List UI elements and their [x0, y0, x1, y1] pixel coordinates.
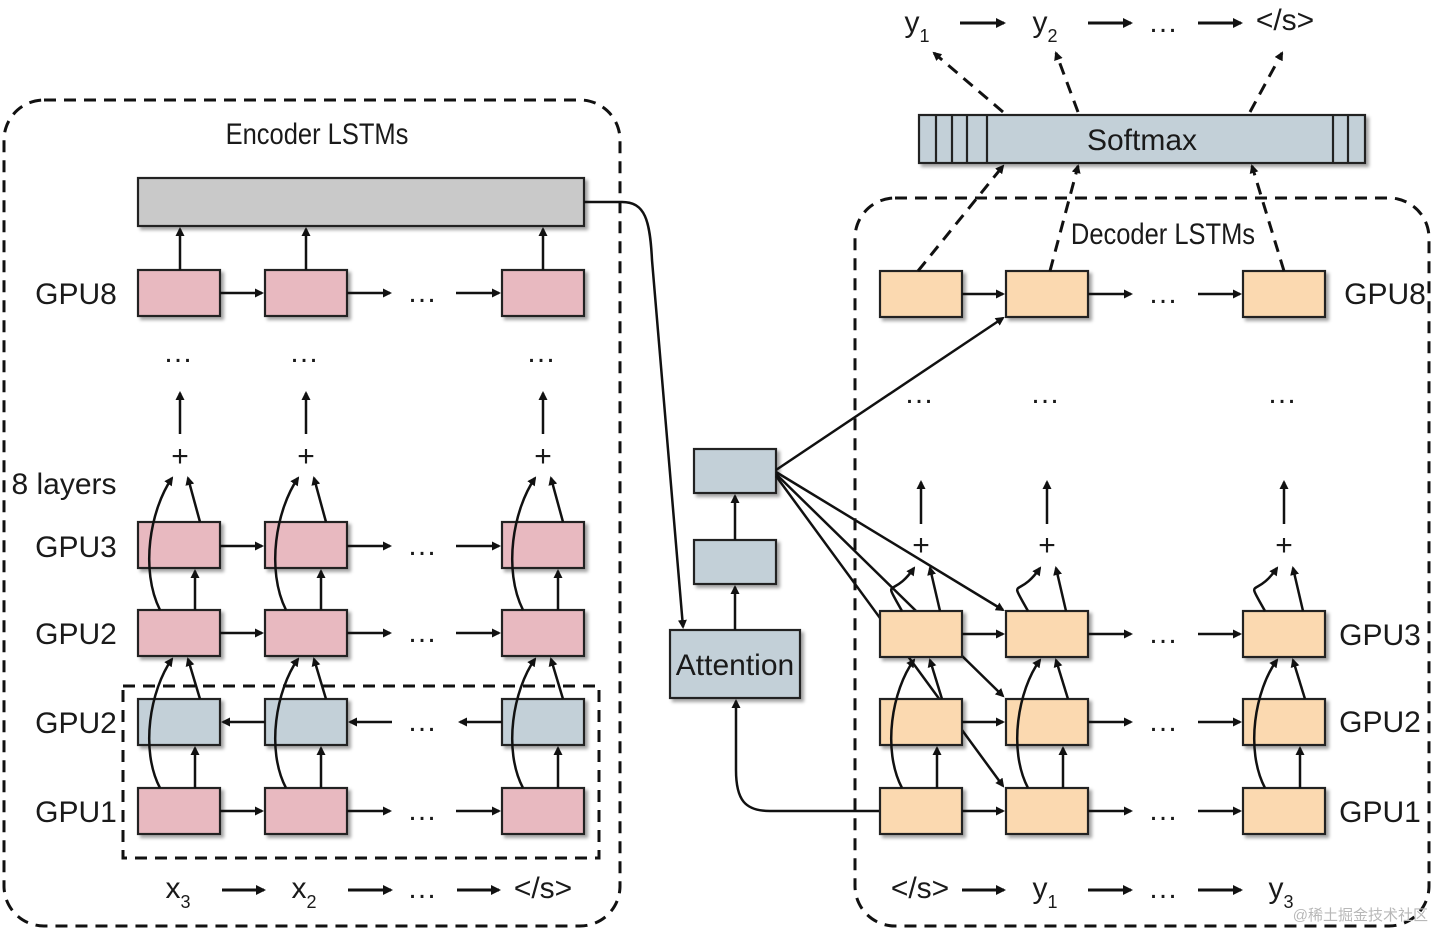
output-y1: y1	[904, 6, 929, 46]
decoder-input-y3: y3	[1268, 872, 1293, 912]
encoder-to-attention-arrow	[584, 200, 687, 629]
encoder-bidirectional-box	[121, 684, 601, 860]
decoder-gpu3-cell	[1241, 609, 1327, 659]
encoder-plus: +	[297, 440, 315, 473]
softmax-group: Softmax y1 y2 … </s>	[904, 4, 1367, 165]
softmax-to-output-arrow	[932, 51, 1004, 114]
encoder-title: Encoder LSTMs	[226, 117, 409, 150]
decoder-gpu8-label: GPU8	[1344, 278, 1426, 311]
decoder-plus: +	[912, 529, 930, 562]
decoder-gpu8-cell	[1241, 269, 1327, 319]
encoder-hdots: …	[407, 705, 441, 738]
attention-mid-cell	[692, 538, 778, 586]
decoder-dashed-border	[853, 196, 1431, 928]
decoder-gpu1-label: GPU1	[1339, 796, 1421, 829]
encoder-hdots: …	[407, 276, 441, 309]
decoder-to-softmax-arrow	[1249, 164, 1286, 272]
decoder-gpu3-cell	[1004, 609, 1090, 659]
decoder-group: Decoder LSTMs GPU8 GPU3 GPU2 GPU1	[853, 164, 1431, 928]
softmax-label: Softmax	[1087, 124, 1197, 157]
decoder-gpu8-cell	[878, 269, 964, 319]
encoder-gpu2-cell	[500, 608, 586, 658]
encoder-plus: +	[171, 440, 189, 473]
encoder-group: Encoder LSTMs GPU8 8 layers GPU3 GPU2 GP…	[2, 98, 622, 928]
encoder-gpu2-label: GPU2	[35, 618, 117, 651]
attention-box	[668, 628, 802, 700]
decoder-to-softmax-arrow	[916, 164, 1005, 272]
encoder-gpu1-cell	[136, 786, 222, 836]
decoder-gpu2-label: GPU2	[1339, 706, 1421, 739]
decoder-input-y1: y1	[1032, 872, 1057, 912]
decoder-gpu3-label: GPU3	[1339, 619, 1421, 652]
encoder-input-x2: x2	[291, 872, 316, 912]
decoder-hdots: …	[1148, 705, 1182, 738]
output-y2: y2	[1032, 6, 1057, 46]
decoder-to-softmax-arrow	[1048, 164, 1081, 272]
encoder-gpu3-label: GPU3	[35, 531, 117, 564]
softmax-stripes	[934, 115, 1350, 163]
attention-context-arrow	[775, 316, 1005, 472]
encoder-gpu8-cell	[136, 268, 222, 318]
encoder-output-bar	[136, 176, 586, 228]
decoder-hdots: …	[1148, 277, 1182, 310]
encoder-hdots: …	[407, 794, 441, 827]
decoder-vertical-connections	[890, 566, 1307, 789]
encoder-input-ellipsis: …	[407, 872, 441, 905]
encoder-gpu8-cell	[263, 268, 349, 318]
encoder-vertical-connections	[147, 476, 565, 789]
attention-context-arrow	[775, 473, 1005, 698]
decoder-input-ellipsis: …	[1148, 872, 1182, 905]
softmax-to-output-arrow	[1054, 51, 1080, 113]
attention-label: Attention	[676, 649, 794, 682]
attention-context-arrow	[775, 470, 1005, 612]
encoder-input-x3: x3	[165, 872, 190, 912]
softmax-to-output-arrow	[1248, 51, 1284, 113]
attention-group: Attention	[584, 200, 1005, 813]
decoder-horizontal-arrows	[962, 289, 1242, 816]
decoder-vdots: …	[904, 377, 938, 410]
encoder-gpu8-label: GPU8	[35, 278, 117, 311]
encoder-vdots: …	[163, 336, 197, 369]
encoder-dashed-border	[2, 98, 622, 928]
softmax-bar	[917, 113, 1367, 165]
encoder-gpu2b-label: GPU2	[35, 707, 117, 740]
output-ellipsis: …	[1148, 6, 1182, 39]
decoder-gpu1-cell	[878, 786, 964, 836]
watermark: @稀土掘金技术社区	[1293, 907, 1428, 924]
decoder-title: Decoder LSTMs	[1071, 217, 1255, 250]
decoder-gpu8-cell	[1004, 269, 1090, 319]
encoder-input-eos: </s>	[514, 872, 572, 905]
encoder-reverse-cell	[263, 697, 349, 747]
decoder-hdots: …	[1148, 794, 1182, 827]
decoder-gpu3-cell	[878, 609, 964, 659]
encoder-gpu1-cell	[263, 786, 349, 836]
encoder-gpu3-cell	[500, 520, 586, 570]
decoder-plus: +	[1275, 529, 1293, 562]
output-eos: </s>	[1256, 4, 1314, 37]
encoder-vdots: …	[526, 336, 560, 369]
decoder-plus: +	[1038, 529, 1056, 562]
decoder-vdots: …	[1267, 377, 1301, 410]
decoder-vdots: …	[1030, 377, 1064, 410]
encoder-gpu1-label: GPU1	[35, 796, 117, 829]
encoder-layers-label: 8 layers	[11, 468, 116, 501]
encoder-gpu1-cell	[500, 786, 586, 836]
encoder-gpu2-cell	[263, 608, 349, 658]
encoder-vdots: …	[289, 336, 323, 369]
encoder-hdots: …	[407, 616, 441, 649]
decoder-gpu1-cell	[1241, 786, 1327, 836]
encoder-plus: +	[534, 440, 552, 473]
decoder-hdots: …	[1148, 617, 1182, 650]
encoder-gpu2-cell	[136, 608, 222, 658]
attention-top-cell	[692, 447, 778, 495]
decoder-input-eos: </s>	[891, 872, 949, 905]
decoder-gpu1-cell	[1004, 786, 1090, 836]
decoder-to-attention-arrow	[731, 699, 880, 813]
encoder-hdots: …	[407, 529, 441, 562]
encoder-gpu8-cell	[500, 268, 586, 318]
